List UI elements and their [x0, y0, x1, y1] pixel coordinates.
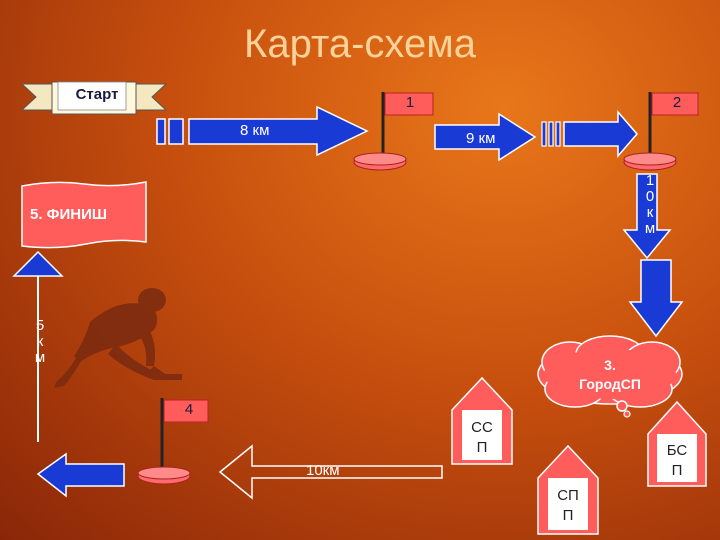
finish-label: 5. ФИНИШ — [30, 206, 107, 223]
city-label-line1: 3. — [604, 357, 616, 373]
arrow-up-5km — [12, 250, 64, 442]
runner-silhouette-icon — [54, 288, 182, 388]
arrow-to-flag-1 — [156, 105, 369, 157]
arrow-9km — [434, 112, 537, 162]
arrow-left-from-flag-4 — [36, 452, 125, 498]
distance-char: 1 — [645, 172, 655, 189]
house-bsp — [647, 400, 707, 487]
page-title: Карта-схема — [244, 22, 476, 66]
city-label-line2: ГородСП — [579, 376, 641, 392]
city-cloud — [537, 335, 683, 418]
distance-label-9km: 9 км — [466, 130, 496, 147]
house-ssp-line2: П — [476, 439, 488, 456]
distance-label-10km: 10км — [306, 462, 340, 479]
arrow-left-10km — [218, 444, 443, 500]
start-banner — [22, 81, 167, 115]
house-ssp — [451, 376, 513, 465]
house-ssp-line1: СС — [471, 419, 493, 436]
house-spp-line1: СП — [557, 487, 579, 504]
distance-char: 5 — [35, 317, 45, 334]
house-bsp-label: БС П — [657, 441, 697, 481]
flag-1 — [353, 92, 434, 171]
arrow-down-to-city — [628, 259, 684, 338]
house-spp-line2: П — [562, 507, 574, 524]
distance-char: к — [36, 333, 44, 350]
city-label: 3. ГородСП — [540, 356, 680, 394]
house-ssp-label: СС П — [462, 418, 502, 458]
arrow-down-10km — [622, 173, 672, 260]
flag-4 — [137, 398, 209, 485]
finish-banner — [21, 181, 147, 249]
distance-label-5km-vertical: 5 к м — [32, 318, 48, 366]
house-spp-label: СП П — [548, 486, 588, 526]
house-spp — [537, 444, 599, 535]
flag-1-number: 1 — [405, 94, 415, 111]
distance-label-10km-vertical: 1 0 к м — [642, 173, 658, 237]
distance-label-8km: 8 км — [240, 122, 270, 139]
flag-4-number: 4 — [184, 401, 194, 418]
flag-2-number: 2 — [672, 94, 682, 111]
distance-char: к — [646, 204, 654, 221]
flag-2 — [623, 92, 699, 171]
house-bsp-line2: П — [671, 462, 683, 479]
distance-char: 0 — [645, 188, 655, 205]
start-label: Старт — [75, 86, 119, 103]
house-bsp-line1: БС — [666, 442, 688, 459]
arrow-to-flag-2 — [541, 110, 638, 159]
distance-char: м — [644, 220, 656, 237]
distance-char: м — [34, 349, 46, 366]
